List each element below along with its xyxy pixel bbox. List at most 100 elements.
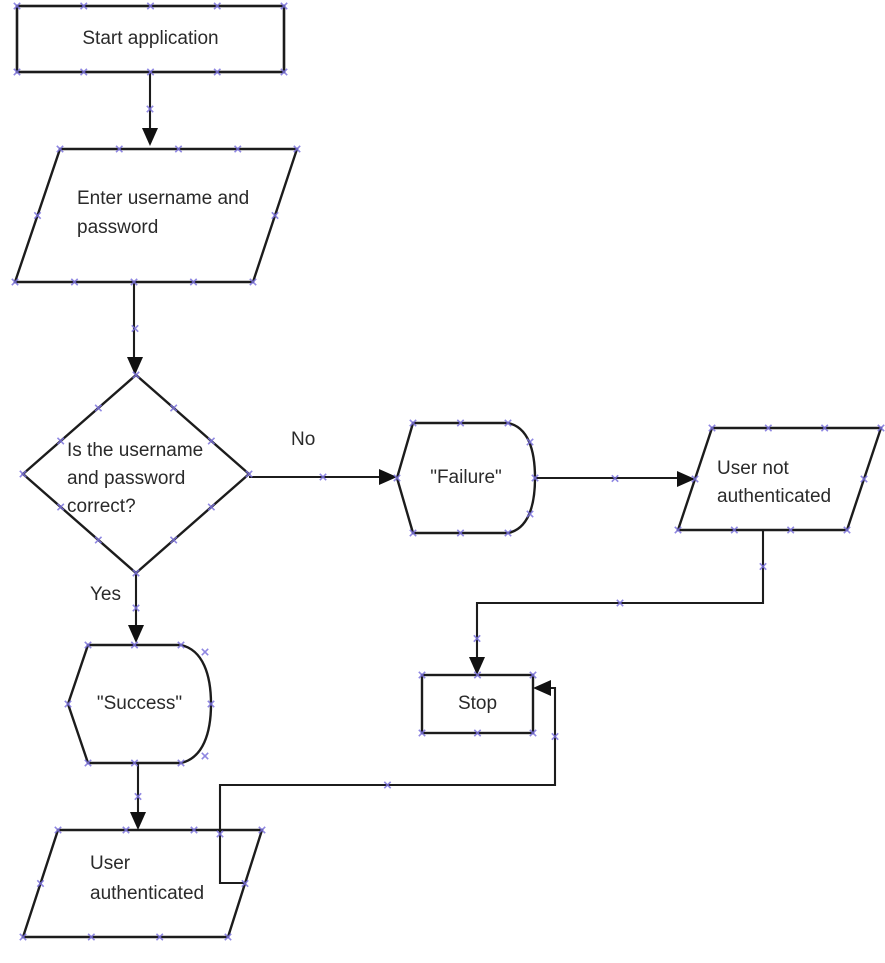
connection-point <box>70 278 79 286</box>
connection-point <box>84 759 92 767</box>
connection-point <box>249 278 257 286</box>
connection-point <box>860 475 868 483</box>
connection-point <box>319 473 327 481</box>
connection-point <box>79 2 88 10</box>
connection-point <box>877 424 885 432</box>
connection-point <box>11 278 19 286</box>
connection-point <box>146 2 155 10</box>
connection-point <box>708 424 716 432</box>
connector-decision-no-to-failure[interactable] <box>249 469 397 485</box>
connection-point <box>122 826 130 834</box>
label-start-application: Start application <box>82 28 219 49</box>
connection-point <box>190 826 198 834</box>
connection-point <box>280 68 288 76</box>
connection-point <box>207 700 215 708</box>
arrowhead <box>130 812 146 830</box>
connector-start-to-enter[interactable] <box>142 72 158 146</box>
connection-point <box>130 278 138 286</box>
connection-point <box>94 536 103 544</box>
connection-point <box>418 671 426 679</box>
connection-point <box>764 424 773 432</box>
label-stop: Stop <box>457 693 498 714</box>
label-decision: Is the username and password correct? <box>67 440 204 517</box>
arrowhead <box>379 469 397 485</box>
connection-point-markers <box>11 2 885 941</box>
connector-user-not-authenticated-to-stop[interactable] <box>469 530 765 675</box>
process-rectangle[interactable] <box>420 673 535 735</box>
connection-point <box>207 437 216 445</box>
connection-point <box>529 729 537 737</box>
connection-point <box>207 503 216 511</box>
connection-point <box>56 437 65 445</box>
label-user-not-authenticated: User not authenticated <box>717 458 832 507</box>
connection-point <box>169 536 178 544</box>
connection-point <box>529 671 537 679</box>
connection-point <box>132 371 140 379</box>
edge-label-yes: Yes <box>90 584 121 605</box>
arrowhead <box>128 625 144 643</box>
connection-point <box>271 211 279 220</box>
arrowhead <box>142 128 158 146</box>
connection-point <box>131 324 139 333</box>
connection-point <box>56 503 65 511</box>
connection-point <box>36 879 45 888</box>
connection-point <box>843 526 851 534</box>
connection-point <box>54 826 62 834</box>
connection-point <box>84 641 92 649</box>
connection-point <box>13 2 21 10</box>
arrowhead <box>533 680 551 696</box>
connection-point <box>393 474 401 482</box>
connection-point <box>456 419 465 427</box>
connector-decision-yes-to-success[interactable] <box>128 573 144 643</box>
connection-point <box>79 68 88 76</box>
connection-point <box>526 510 534 518</box>
connection-point <box>456 529 465 537</box>
connection-point <box>504 529 512 537</box>
arrowhead <box>469 657 485 675</box>
connection-point <box>189 278 198 286</box>
node-start-application[interactable] <box>15 4 286 74</box>
connector-success-to-user-authenticated[interactable] <box>130 763 146 830</box>
connection-point <box>13 68 21 76</box>
connector-failure-to-user-not-authenticated[interactable] <box>535 471 695 487</box>
connection-point <box>473 729 482 737</box>
connection-point <box>293 145 301 153</box>
connection-point <box>169 404 178 412</box>
connection-point <box>130 759 139 767</box>
connection-point <box>132 604 140 612</box>
label-enter-credentials: Enter username and password <box>77 188 250 238</box>
connection-point <box>134 792 142 801</box>
connection-point <box>241 879 249 888</box>
connection-point <box>473 671 482 679</box>
connection-point <box>146 68 155 76</box>
connection-point <box>531 474 539 482</box>
edge-label-no: No <box>291 429 316 450</box>
connection-point <box>64 700 72 708</box>
connection-point <box>611 474 619 483</box>
connection-point <box>473 634 481 643</box>
connection-point <box>146 105 154 113</box>
connector-enter-to-decision[interactable] <box>127 282 143 375</box>
connection-point <box>551 732 559 741</box>
connection-point <box>786 526 795 534</box>
label-success: "Success" <box>96 693 183 714</box>
connection-point <box>820 424 829 432</box>
connection-point <box>130 641 139 649</box>
connection-point <box>201 752 209 760</box>
connection-point <box>674 526 682 534</box>
label-failure: "Failure" <box>430 467 502 488</box>
connection-point <box>526 438 534 446</box>
arrowhead <box>677 471 695 487</box>
connection-point <box>691 475 699 483</box>
label-user-authenticated: User authenticated <box>90 853 205 904</box>
node-stop[interactable] <box>420 673 535 735</box>
process-rectangle[interactable] <box>15 4 286 74</box>
connection-point <box>94 404 103 412</box>
connection-point <box>409 419 417 427</box>
connection-point <box>233 145 242 153</box>
connection-point <box>504 419 512 427</box>
connection-point <box>19 470 27 478</box>
connection-point <box>19 933 27 941</box>
connection-point <box>56 145 64 153</box>
